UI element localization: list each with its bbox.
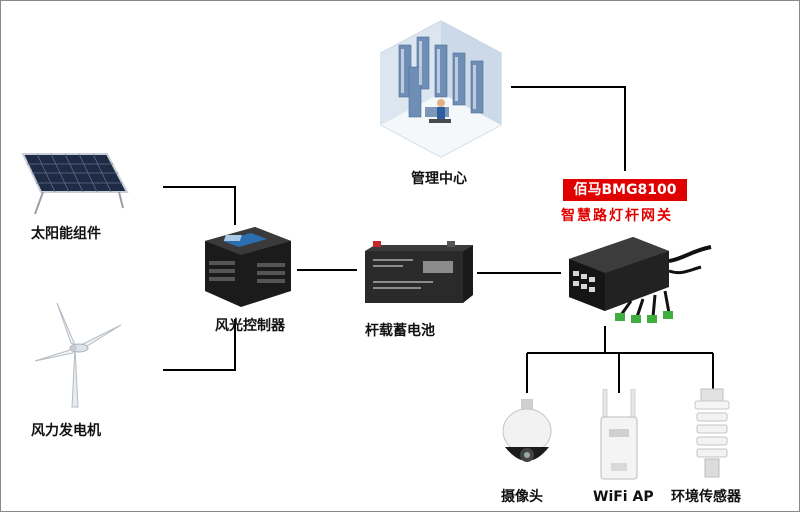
wind-turbine-icon (34, 302, 122, 408)
battery-label: 杆载蓄电池 (365, 323, 435, 339)
camera-node (497, 397, 557, 477)
gateway-device-icon (569, 237, 712, 323)
server-room-icon (380, 20, 502, 158)
solar-panel-icon (21, 153, 129, 215)
environment-sensor-icon (694, 388, 730, 478)
wind-solar-controller-node (197, 221, 297, 311)
management-center-label: 管理中心 (411, 171, 467, 187)
camera-label: 摄像头 (501, 489, 543, 505)
controller-label: 风光控制器 (215, 318, 285, 334)
environment-sensor-node (687, 387, 737, 479)
gateway-device-node (561, 225, 721, 329)
camera-icon (502, 399, 552, 462)
gateway-model-tag: 佰马BMG8100 (563, 179, 687, 201)
management-center-node (369, 15, 513, 163)
battery-icon (365, 241, 473, 303)
battery-node (359, 237, 477, 309)
wind-turbine-label: 风力发电机 (31, 423, 101, 439)
wifi-ap-node (597, 388, 641, 483)
solar-panel-label: 太阳能组件 (31, 226, 101, 242)
gateway-name-label: 智慧路灯杆网关 (561, 208, 673, 224)
solar-panel-node (19, 148, 131, 218)
controller-icon (205, 227, 291, 307)
wind-turbine-node (27, 299, 123, 409)
wifi-ap-icon (600, 388, 638, 480)
wifi-ap-label: WiFi AP (593, 489, 654, 505)
environment-sensor-label: 环境传感器 (671, 489, 741, 505)
